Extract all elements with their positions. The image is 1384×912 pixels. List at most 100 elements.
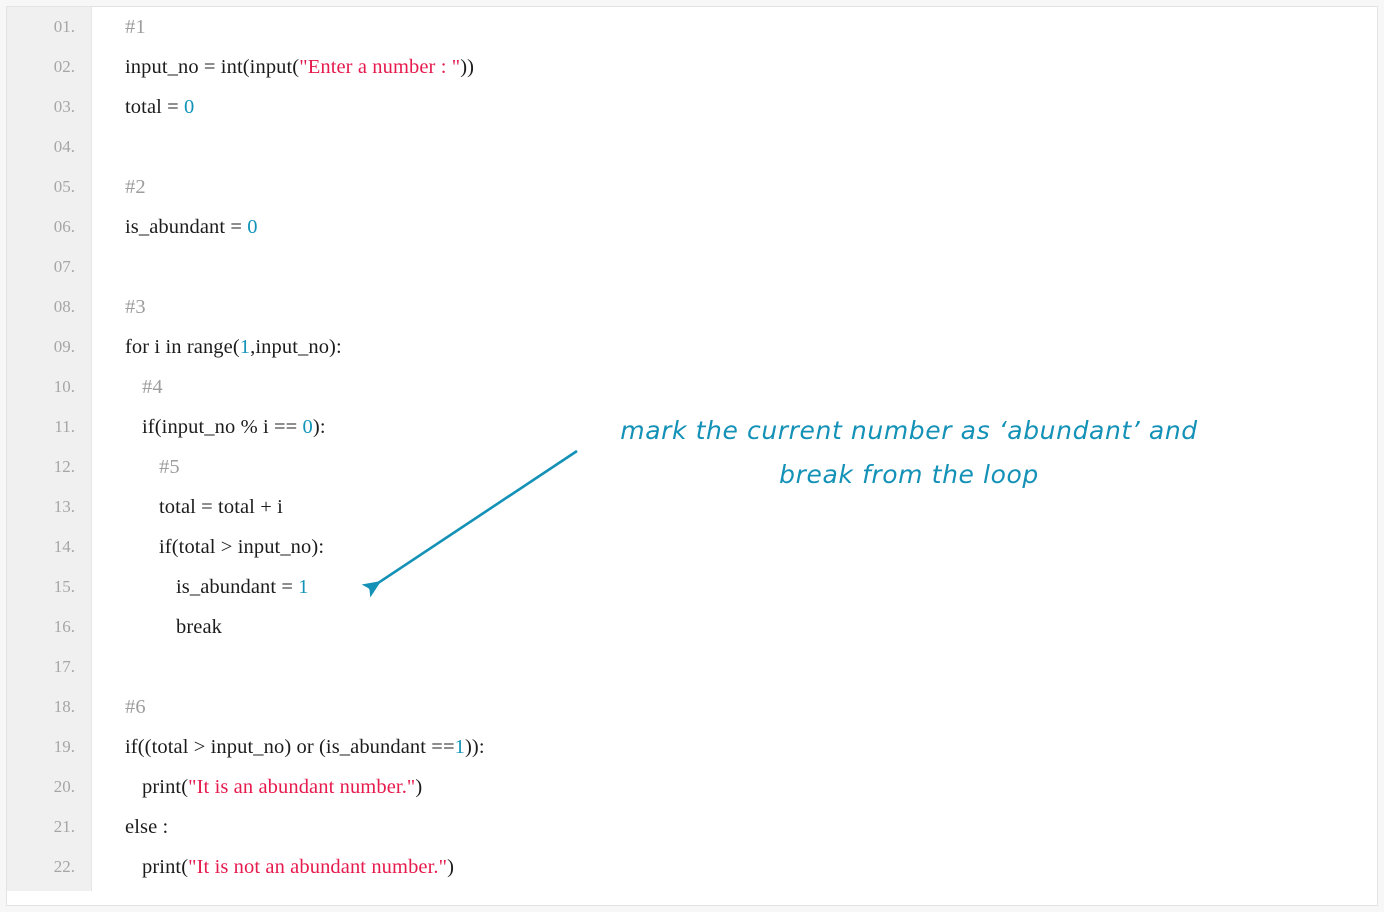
line-number: 02. xyxy=(53,57,75,76)
line-number: 08. xyxy=(53,297,75,316)
annotation-line-1: mark the current number as ‘abundant’ an… xyxy=(620,416,1198,445)
code-token-plain: print( xyxy=(142,856,189,878)
code-text: else : xyxy=(125,807,168,847)
line-number: 18. xyxy=(53,697,75,716)
code-token-plain: ): xyxy=(312,416,326,438)
code-token-plain: is_abundant = xyxy=(176,576,299,598)
code-text: if((total > input_no) or (is_abundant ==… xyxy=(125,727,485,767)
code-line: 12. #5 xyxy=(7,447,1377,487)
code-token-plain: )) xyxy=(460,56,475,78)
line-number: 16. xyxy=(53,617,75,636)
code-token-plain: total = total + i xyxy=(159,496,283,518)
code-line: 05. #2 xyxy=(7,167,1377,207)
line-number: 12. xyxy=(53,457,75,476)
code-token-plain: for i in range( xyxy=(125,336,240,358)
line-number: 17. xyxy=(53,657,75,676)
code-token-plain: ) xyxy=(415,776,423,798)
code-line: 09. for i in range(1,input_no): xyxy=(7,327,1377,367)
line-number: 20. xyxy=(53,777,75,796)
code-token-com: #5 xyxy=(159,456,180,478)
code-line: 10. #4 xyxy=(7,367,1377,407)
line-number: 22. xyxy=(53,857,75,876)
code-text: if(total > input_no): xyxy=(159,527,324,567)
code-line: 01. #1 xyxy=(7,7,1377,47)
line-number: 01. xyxy=(53,17,75,36)
code-text: #4 xyxy=(142,367,163,407)
code-block-card: 01. #1 02. input_no = int(input("Enter a nu… xyxy=(6,6,1378,906)
line-number: 21. xyxy=(53,817,75,836)
line-number: 06. xyxy=(53,217,75,236)
code-token-plain: ,input_no): xyxy=(250,336,342,358)
code-text: total = total + i xyxy=(159,487,283,527)
code-text: #3 xyxy=(125,287,146,327)
code-token-com: #1 xyxy=(125,16,146,38)
code-token-plain: else : xyxy=(125,816,169,838)
annotation-callout-text: mark the current number as ‘abundant’ an… xyxy=(573,409,1245,497)
code-text: for i in range(1,input_no): xyxy=(125,327,342,367)
code-line: 06. is_abundant = 0 xyxy=(7,207,1377,247)
code-token-num: 1 xyxy=(298,576,309,598)
line-number: 07. xyxy=(53,257,75,276)
line-number: 19. xyxy=(53,737,75,756)
code-token-plain: total = xyxy=(125,96,185,118)
code-text: if(input_no % i == 0): xyxy=(142,407,326,447)
code-token-com: #6 xyxy=(125,696,146,718)
code-line: 04. xyxy=(7,127,1377,167)
code-lines-container: 01. #1 02. input_no = int(input("Enter a nu… xyxy=(7,7,1377,887)
code-text: print("It is an abundant number.") xyxy=(142,767,422,807)
code-token-str: "Enter a number : " xyxy=(299,56,461,78)
code-line: 02. input_no = int(input("Enter a number … xyxy=(7,47,1377,87)
code-text: is_abundant = 1 xyxy=(176,567,309,607)
code-line: 20. print("It is an abundant number.") xyxy=(7,767,1377,807)
code-line: 21. else : xyxy=(7,807,1377,847)
code-line: 11.if(input_no % i == 0): xyxy=(7,407,1377,447)
line-number: 14. xyxy=(53,537,75,556)
code-line: 13. total = total + i xyxy=(7,487,1377,527)
code-text: print("It is not an abundant number.") xyxy=(142,847,454,887)
code-token-num: 0 xyxy=(184,96,195,118)
line-number: 13. xyxy=(53,497,75,516)
code-line: 08. #3 xyxy=(7,287,1377,327)
code-token-num: 1 xyxy=(454,736,465,758)
code-text: #1 xyxy=(125,7,146,47)
code-token-com: #3 xyxy=(125,296,146,318)
code-token-plain: is_abundant = xyxy=(125,216,248,238)
code-line: 03. total = 0 xyxy=(7,87,1377,127)
code-text: input_no = int(input("Enter a number : "… xyxy=(125,47,474,87)
code-token-plain: if(total > input_no): xyxy=(159,536,325,558)
code-token-plain: break xyxy=(176,616,223,638)
code-line: 18. #6 xyxy=(7,687,1377,727)
code-text: #6 xyxy=(125,687,146,727)
code-line: 07. xyxy=(7,247,1377,287)
line-number-gutter xyxy=(7,7,92,891)
line-number: 04. xyxy=(53,137,75,156)
code-text: #2 xyxy=(125,167,146,207)
code-text: break xyxy=(176,607,222,647)
code-text: #5 xyxy=(159,447,180,487)
code-text: is_abundant = 0 xyxy=(125,207,258,247)
code-line: 17. xyxy=(7,647,1377,687)
code-token-com: #4 xyxy=(142,376,163,398)
line-number: 09. xyxy=(53,337,75,356)
code-token-num: 1 xyxy=(239,336,251,358)
line-number: 03. xyxy=(53,97,75,116)
annotation-arrow-icon xyxy=(361,449,578,598)
code-token-plain: )): xyxy=(464,736,485,758)
code-token-plain: if((total > input_no) or (is_abundant == xyxy=(125,736,455,758)
code-line: 14. if(total > input_no): xyxy=(7,527,1377,567)
code-token-plain: print( xyxy=(142,776,189,798)
code-token-str: "It is an abundant number." xyxy=(188,776,416,798)
code-line: 15.is_abundant = 1 xyxy=(7,567,1377,607)
line-number: 10. xyxy=(53,377,75,396)
code-line: 19. if((total > input_no) or (is_abundant… xyxy=(7,727,1377,767)
code-line: 22. print("It is not an abundant number."… xyxy=(7,847,1377,887)
code-token-com: #2 xyxy=(125,176,146,198)
code-token-plain: ) xyxy=(447,856,455,878)
line-number: 05. xyxy=(53,177,75,196)
code-text: total = 0 xyxy=(125,87,194,127)
code-token-str: "It is not an abundant number." xyxy=(188,856,448,878)
code-token-plain: input_no = int(input( xyxy=(125,56,300,78)
code-token-num: 0 xyxy=(247,216,258,238)
code-token-plain: if(input_no % i == xyxy=(142,416,303,438)
